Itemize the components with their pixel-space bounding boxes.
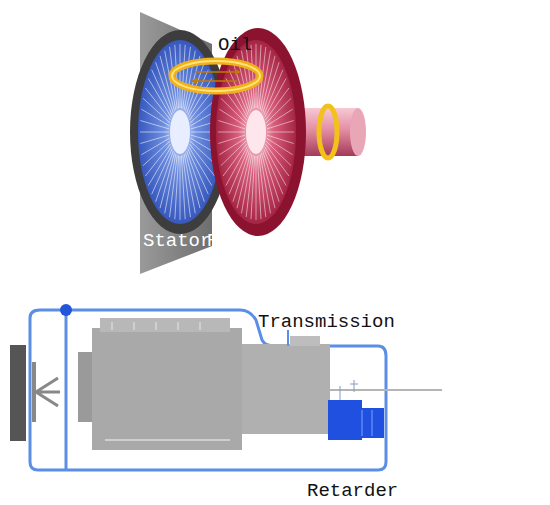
- vane-line: [267, 121, 294, 129]
- leader-line: [287, 330, 289, 346]
- vane-line: [264, 149, 283, 194]
- vane-line: [226, 147, 247, 186]
- oil-loop-highlight: [172, 61, 260, 91]
- engine-head: [100, 318, 230, 332]
- retarder-details: [362, 410, 372, 436]
- fan-blades: [36, 378, 60, 406]
- vane-line: [219, 138, 245, 155]
- vane-line: [266, 98, 291, 123]
- vane-line: [264, 70, 283, 115]
- vane-line: [181, 45, 185, 108]
- vane-line: [257, 156, 261, 219]
- vane-line: [189, 78, 212, 117]
- transmission-case: [242, 344, 330, 434]
- engine-details: [105, 322, 230, 440]
- vane-line: [156, 62, 174, 113]
- coolant-junction: [60, 304, 72, 316]
- transmission-top: [290, 336, 320, 346]
- vane-line: [180, 44, 181, 108]
- vane-line: [251, 156, 255, 219]
- vane-line: [187, 151, 205, 202]
- output-shaft: [330, 389, 442, 391]
- vane-line: [143, 141, 170, 166]
- radiator: [10, 345, 26, 441]
- vane-line: [152, 149, 173, 194]
- vane-line: [218, 135, 245, 143]
- shaft-end: [350, 108, 366, 156]
- fan: [32, 362, 36, 422]
- retarder-block: [328, 400, 362, 440]
- vane-line: [181, 156, 185, 219]
- part-label: Retarder: [307, 481, 398, 501]
- part-label: Stator: [143, 231, 211, 251]
- oil-arrow: [195, 71, 235, 73]
- engine-block: [92, 328, 242, 450]
- vane-line: [263, 151, 279, 202]
- vane-line: [148, 147, 171, 186]
- shaft-ring: [319, 106, 337, 158]
- oil-arrow: [197, 80, 237, 82]
- drivetrain-illustration: [10, 304, 442, 470]
- vane-line: [267, 109, 293, 126]
- vane-line: [256, 156, 257, 220]
- valve-symbol: [340, 380, 358, 400]
- retarder-block: [358, 408, 384, 438]
- vane-line: [267, 138, 293, 155]
- vane-line: [267, 135, 294, 143]
- vane-line: [175, 156, 179, 219]
- vane-line: [221, 141, 246, 166]
- oil-arrowhead: [191, 78, 197, 84]
- vane-line: [267, 132, 294, 133]
- part-label: Transmission: [258, 312, 395, 332]
- vane-line: [183, 155, 191, 217]
- vane-line: [140, 132, 169, 133]
- engine-front: [78, 352, 92, 422]
- vane-line: [256, 44, 257, 108]
- oil-arrowhead: [235, 69, 241, 75]
- coolant-pipe: [65, 310, 68, 470]
- vane-line: [218, 121, 245, 129]
- vane-line: [180, 156, 181, 220]
- vane-line: [218, 132, 245, 133]
- vane-line: [140, 121, 169, 129]
- vane-line: [140, 135, 169, 143]
- stator-hub: [170, 110, 190, 154]
- part-label: Rotor: [207, 231, 264, 251]
- vane-line: [141, 138, 169, 155]
- rotor-hub: [246, 110, 266, 154]
- vane-line: [229, 149, 248, 194]
- oil-loop: [172, 61, 260, 91]
- retarder-illustration: [130, 12, 366, 274]
- vane-line: [141, 109, 169, 126]
- oil-label: Oil: [218, 35, 252, 55]
- vane-line: [265, 78, 286, 117]
- vane-line: [219, 109, 245, 126]
